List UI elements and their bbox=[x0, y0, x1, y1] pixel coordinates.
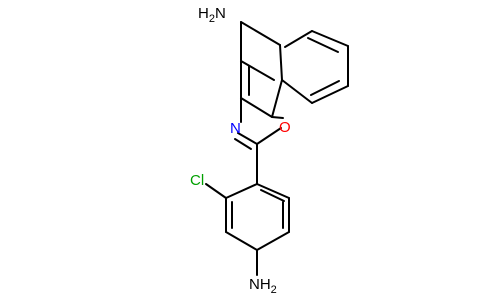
bond-phenyl-6-inner bbox=[260, 189, 285, 202]
bond-ring-b2 bbox=[240, 60, 275, 81]
amine-top-label: H2N bbox=[198, 5, 226, 25]
amine-bottom-subscript: 2 bbox=[271, 284, 277, 296]
bond-n-c2 bbox=[237, 132, 258, 145]
bond-ring-a3-inner bbox=[307, 37, 339, 53]
chlorine-atom-label: Cl bbox=[190, 172, 204, 189]
bond-amine-c5 bbox=[240, 21, 281, 46]
bond-phenyl-1 bbox=[225, 183, 258, 199]
bond-phenyl-3 bbox=[225, 231, 258, 251]
amine-bottom-nh: NH bbox=[249, 276, 271, 293]
amine-bottom-label: NH2 bbox=[249, 276, 277, 296]
bond-c2-o bbox=[256, 127, 282, 145]
bond-ring-b4 bbox=[240, 97, 273, 118]
bond-ring-a3 bbox=[311, 30, 349, 47]
bond-o-c7a bbox=[271, 116, 284, 119]
nitrogen-atom-label: N bbox=[230, 120, 241, 137]
bond-ring-a1 bbox=[279, 44, 283, 81]
bond-ring-a5 bbox=[311, 85, 349, 104]
oxygen-atom-label: O bbox=[279, 119, 291, 136]
bond-cl bbox=[205, 183, 227, 199]
bond-phenyl-4 bbox=[256, 231, 290, 251]
bond-phenyl-6 bbox=[256, 183, 290, 199]
amine-top-subscript: 2 bbox=[209, 13, 215, 25]
bond-ring-a5-inner bbox=[310, 80, 340, 96]
bond-ring-b5 bbox=[271, 79, 283, 118]
amine-top-h: H bbox=[198, 5, 209, 22]
bond-ring-a6 bbox=[281, 79, 313, 104]
amine-top-n: N bbox=[215, 5, 226, 22]
bond-ring-a2 bbox=[284, 30, 313, 48]
bond-n-c2-inner bbox=[234, 138, 252, 150]
